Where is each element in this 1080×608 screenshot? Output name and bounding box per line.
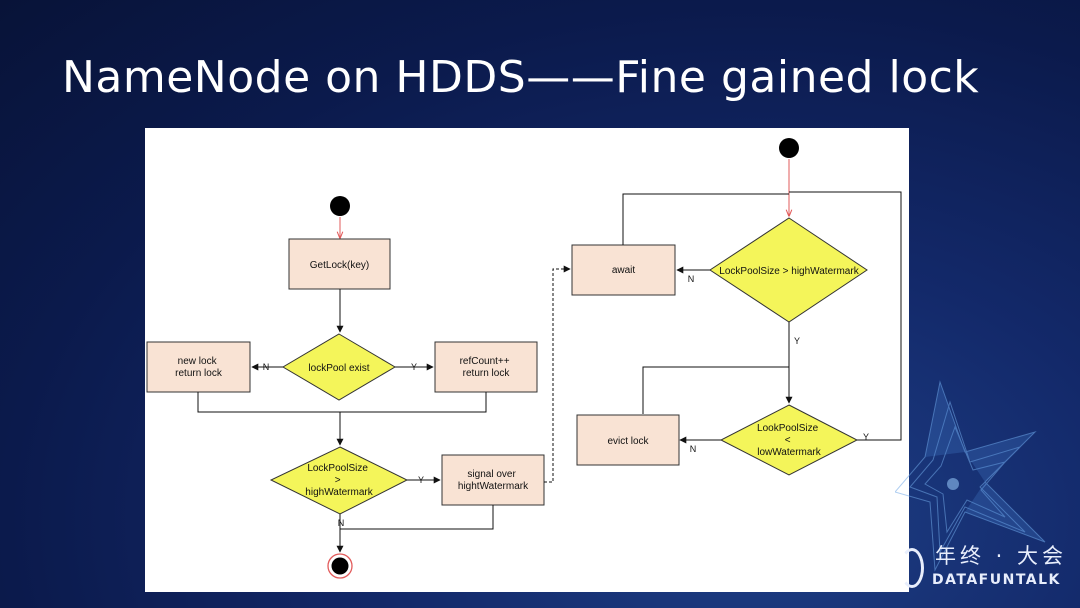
size-check-line-2: > bbox=[335, 475, 341, 486]
edge-evict-loop bbox=[642, 366, 789, 414]
size-lt-low-line-1: LookPoolSize bbox=[757, 423, 819, 434]
edge-signal-to-end bbox=[340, 505, 494, 530]
evict-lock-label: evict lock bbox=[607, 436, 649, 447]
new-lock-box: new lock return lock bbox=[146, 341, 251, 393]
refcount-line-2: return lock bbox=[463, 368, 511, 379]
start-node-right bbox=[779, 138, 799, 158]
svg-text:new lock return lock: new lock return lock bbox=[175, 356, 223, 379]
evict-lock-box: evict lock bbox=[576, 414, 680, 466]
edge-merge-join bbox=[197, 392, 487, 413]
edge-label-high-no: N bbox=[688, 274, 695, 284]
decorative-star-graphic bbox=[895, 380, 1046, 572]
edge-label-low-yes: Y bbox=[863, 432, 869, 442]
edge-await-loop bbox=[622, 193, 789, 245]
start-node-left bbox=[330, 196, 350, 216]
await-box: await bbox=[571, 244, 676, 296]
size-gt-high-decision: LockPoolSize > highWatermark bbox=[709, 217, 868, 323]
brand-chinese-text: 年终 · 大会 bbox=[935, 544, 1068, 568]
size-check-line-3: highWatermark bbox=[305, 487, 373, 498]
edge-low-yes-loop bbox=[789, 191, 902, 441]
signal-line-2: hightWatermark bbox=[458, 481, 529, 492]
lockpool-exist-decision: lockPool exist bbox=[282, 333, 396, 401]
edge-label-exist-yes: Y bbox=[411, 362, 417, 372]
svg-text:LockPoolSize >: LockPoolSize > highWatermark bbox=[305, 463, 373, 498]
refcount-box: refCount++ return lock bbox=[434, 341, 538, 393]
svg-text:signal over hightWater: signal over hightWatermark bbox=[458, 469, 529, 492]
new-lock-line-2: return lock bbox=[175, 368, 223, 379]
flowchart-panel: GetLock(key) lockPool exist N Y new lock… bbox=[145, 128, 909, 592]
svg-text:LookPoolSize <: LookPoolSize < lowWatermark bbox=[757, 423, 822, 458]
getlock-label: GetLock(key) bbox=[310, 260, 369, 271]
size-lt-low-decision: LookPoolSize < lowWatermark bbox=[719, 404, 859, 476]
signal-box: signal over hightWatermark bbox=[441, 454, 545, 506]
svg-text:refCount++ return lock: refCount++ return lock bbox=[460, 356, 513, 379]
edge-label-high-yes: Y bbox=[794, 336, 800, 346]
brand-english-text: DATAFUNTALK bbox=[932, 572, 1061, 588]
slide-title: NameNode on HDDS——Fine gained lock bbox=[62, 52, 980, 103]
size-lt-low-line-2: < bbox=[785, 435, 791, 446]
edge-label-check-no: N bbox=[338, 518, 345, 528]
edge-label-low-no: N bbox=[690, 444, 697, 454]
lockpool-exist-label: lockPool exist bbox=[308, 363, 369, 374]
size-gt-high-label: LockPoolSize > highWatermark bbox=[719, 266, 859, 277]
brand-logo-ring bbox=[900, 548, 924, 588]
refcount-line-1: refCount++ bbox=[460, 356, 510, 367]
signal-line-1: signal over bbox=[467, 469, 516, 480]
edge-label-exist-no: N bbox=[263, 362, 270, 372]
edge-label-check-yes: Y bbox=[418, 475, 424, 485]
await-label: await bbox=[612, 265, 636, 276]
new-lock-line-1: new lock bbox=[178, 356, 218, 367]
size-check-line-1: LockPoolSize bbox=[307, 463, 368, 474]
size-lt-low-line-3: lowWatermark bbox=[757, 447, 822, 458]
edge-signal-to-await-dashed bbox=[544, 265, 571, 483]
getlock-box: GetLock(key) bbox=[288, 238, 391, 290]
end-node-left bbox=[327, 553, 353, 579]
size-check-decision: LockPoolSize > highWatermark bbox=[269, 446, 409, 515]
